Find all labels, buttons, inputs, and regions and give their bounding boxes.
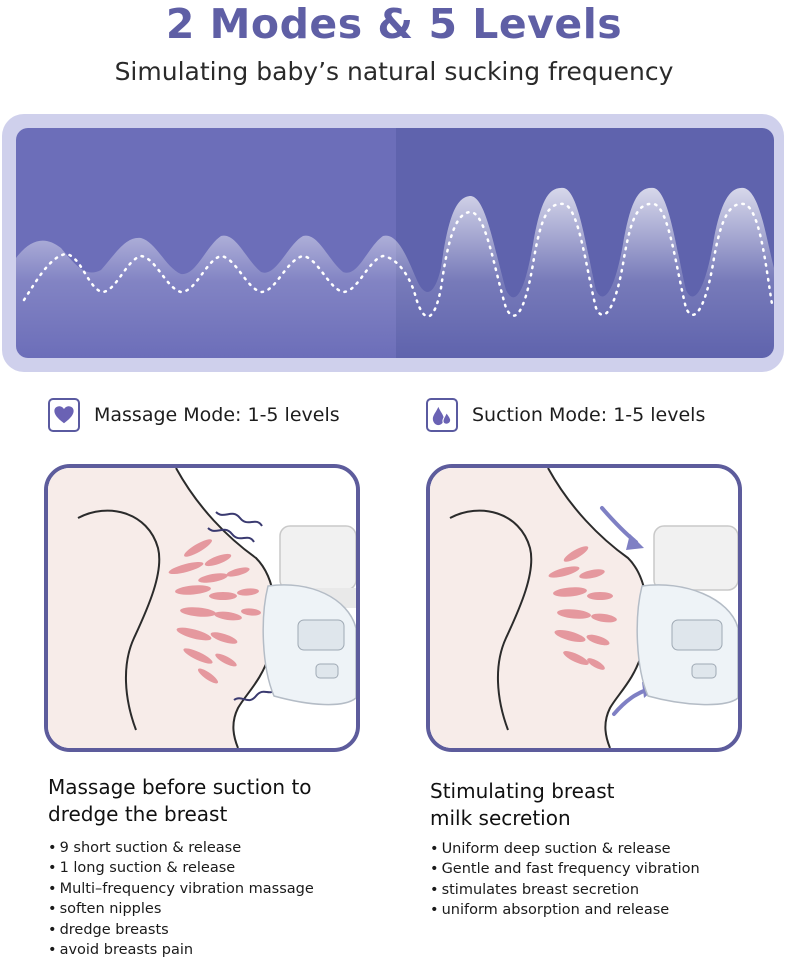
massage-heading: Massage before suction to dredge the bre… [48,774,378,828]
massage-mode-label: Massage Mode: 1-5 levels [94,404,340,426]
waveform-illustration [16,128,774,358]
list-item: uniform absorption and release [430,900,700,920]
list-item: Gentle and fast frequency vibration [430,859,700,879]
list-item: soften nipples [48,899,314,919]
list-item: dredge breasts [48,920,314,940]
water-drops-icon [426,398,458,432]
waveform-banner [2,114,784,372]
suction-feature-list: Uniform deep suction & release Gentle an… [430,839,700,921]
massage-heading-line1: Massage before suction to [48,775,312,799]
list-item: avoid breasts pain [48,940,314,960]
suction-heading-line1: Stimulating breast [430,779,615,803]
massage-breast-pump-illustration [48,468,356,748]
page-title: 2 Modes & 5 Levels [165,0,623,48]
massage-heading-line2: dredge the breast [48,802,228,826]
list-item: 9 short suction & release [48,838,314,858]
suction-heading: Stimulating breast milk secretion [430,778,760,832]
page-subtitle: Simulating baby’s natural sucking freque… [114,57,674,86]
list-item: 1 long suction & release [48,858,314,878]
suction-mode-label: Suction Mode: 1-5 levels [472,404,706,426]
suction-breast-pump-illustration [430,468,738,748]
massage-feature-list: 9 short suction & release 1 long suction… [48,838,314,960]
massage-illustration-panel [44,464,360,752]
suction-illustration-panel [426,464,742,752]
suction-heading-line2: milk secretion [430,806,571,830]
list-item: stimulates breast secretion [430,880,700,900]
heart-icon [48,398,80,432]
list-item: Multi–frequency vibration massage [48,879,314,899]
list-item: Uniform deep suction & release [430,839,700,859]
